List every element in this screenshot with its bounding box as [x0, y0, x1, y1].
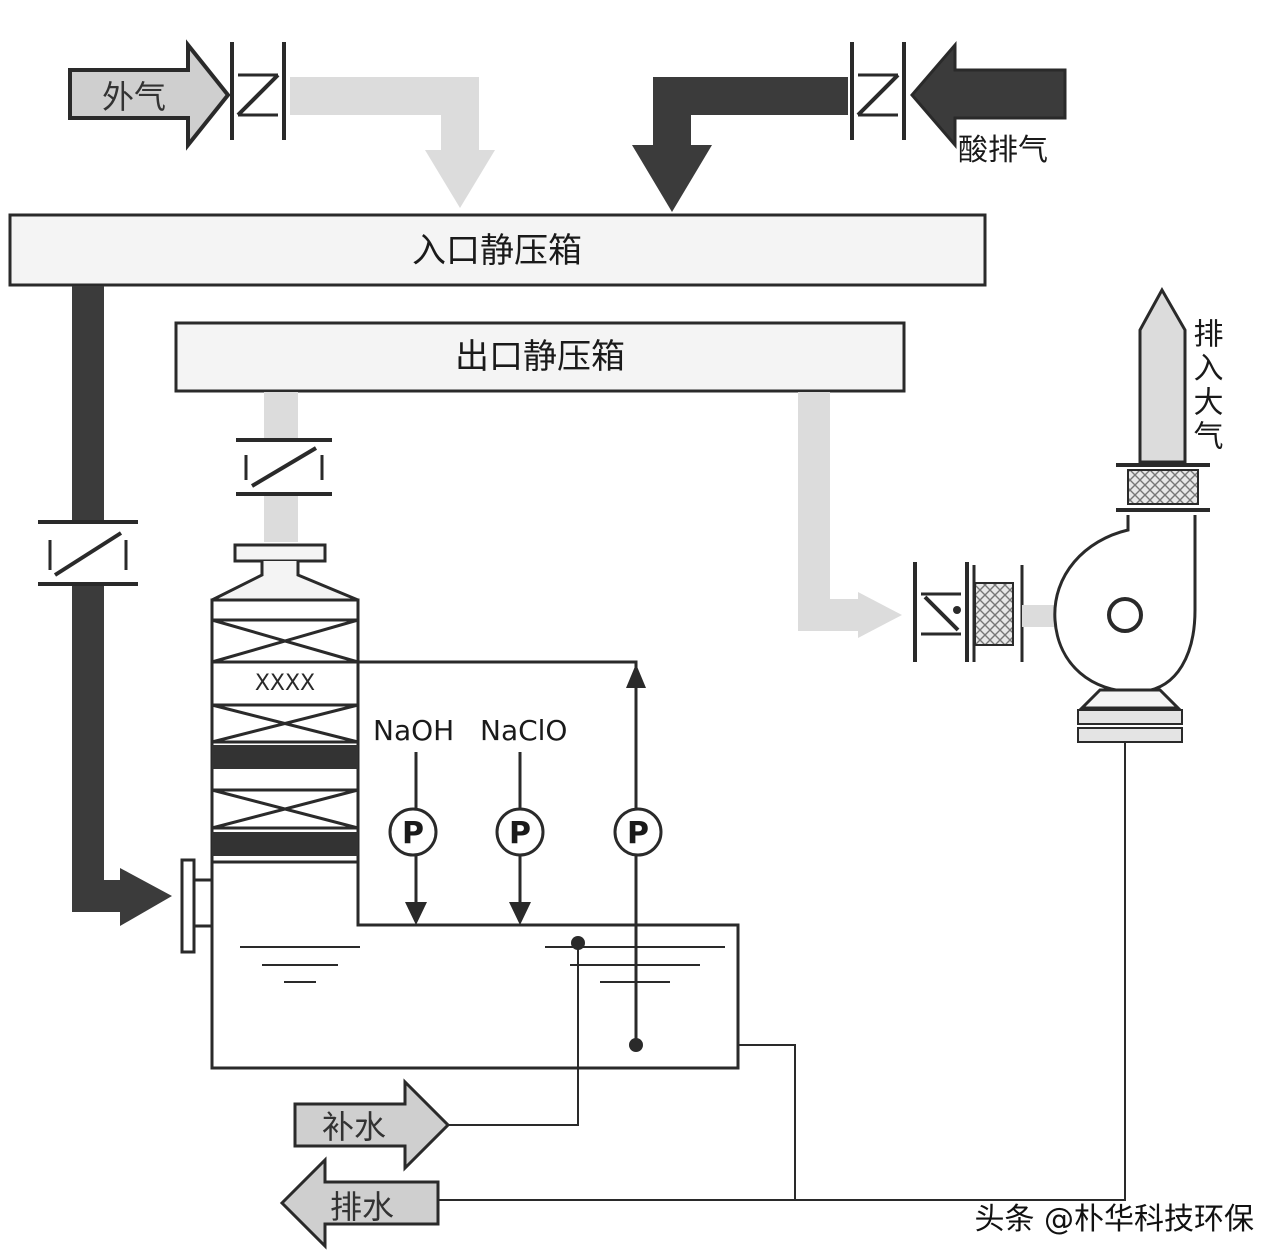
to-atmosphere-label: 排入大气 [1188, 318, 1224, 454]
outside-air-arrow: 外气 [68, 39, 231, 151]
naoh-pump-symbol: P [402, 816, 424, 851]
drain-water-line [438, 742, 1126, 1201]
naoh-dosing-pump: P [388, 807, 438, 857]
acid-exhaust-damper [850, 42, 906, 140]
inlet-down-duct [72, 286, 172, 926]
naclo-label: NaClO [480, 714, 567, 747]
fan-inlet-damper [913, 562, 969, 662]
outside-air-label: 外气 [102, 78, 166, 116]
makeup-water-arrow: 补水 [293, 1078, 451, 1172]
inlet-plenum: 入口静压箱 [8, 213, 987, 287]
stack-flex-connector [1116, 463, 1210, 512]
drain-water-arrow: 排水 [279, 1156, 440, 1250]
makeup-water-line [445, 943, 579, 1126]
exhaust-stack [1138, 286, 1187, 464]
naclo-dosing-pump: P [495, 807, 545, 857]
naclo-pump-symbol: P [509, 816, 531, 851]
tower-outlet-damper [236, 438, 332, 496]
fan-inlet-flex-connector [972, 565, 1024, 662]
water-tank [210, 862, 740, 1070]
svg-text:XXXX: XXXX [255, 671, 315, 696]
recirculation-line [358, 660, 646, 1052]
acid-exhaust-label: 酸排气 [958, 133, 1048, 168]
drain-water-label: 排水 [330, 1188, 394, 1226]
naoh-label: NaOH [373, 714, 454, 747]
acid-exhaust-arrow: 酸排气 [910, 40, 1067, 168]
centrifugal-fan [1053, 515, 1197, 743]
circulation-pump-symbol: P [627, 816, 649, 851]
outside-air-damper [230, 42, 286, 140]
outside-air-duct [290, 77, 495, 208]
makeup-water-label: 补水 [322, 1108, 386, 1146]
watermark: 头条 @朴华科技环保 [974, 1202, 1254, 1237]
outlet-plenum-label: 出口静压箱 [455, 337, 625, 377]
circulation-pump: P [613, 807, 663, 857]
outlet-to-fan-duct [798, 392, 902, 638]
outlet-plenum: 出口静压箱 [174, 321, 906, 393]
scrubber-tower: XXXX [180, 543, 360, 954]
acid-exhaust-duct [632, 77, 848, 212]
down-duct-damper [38, 520, 138, 586]
inlet-plenum-label: 入口静压箱 [412, 231, 582, 271]
